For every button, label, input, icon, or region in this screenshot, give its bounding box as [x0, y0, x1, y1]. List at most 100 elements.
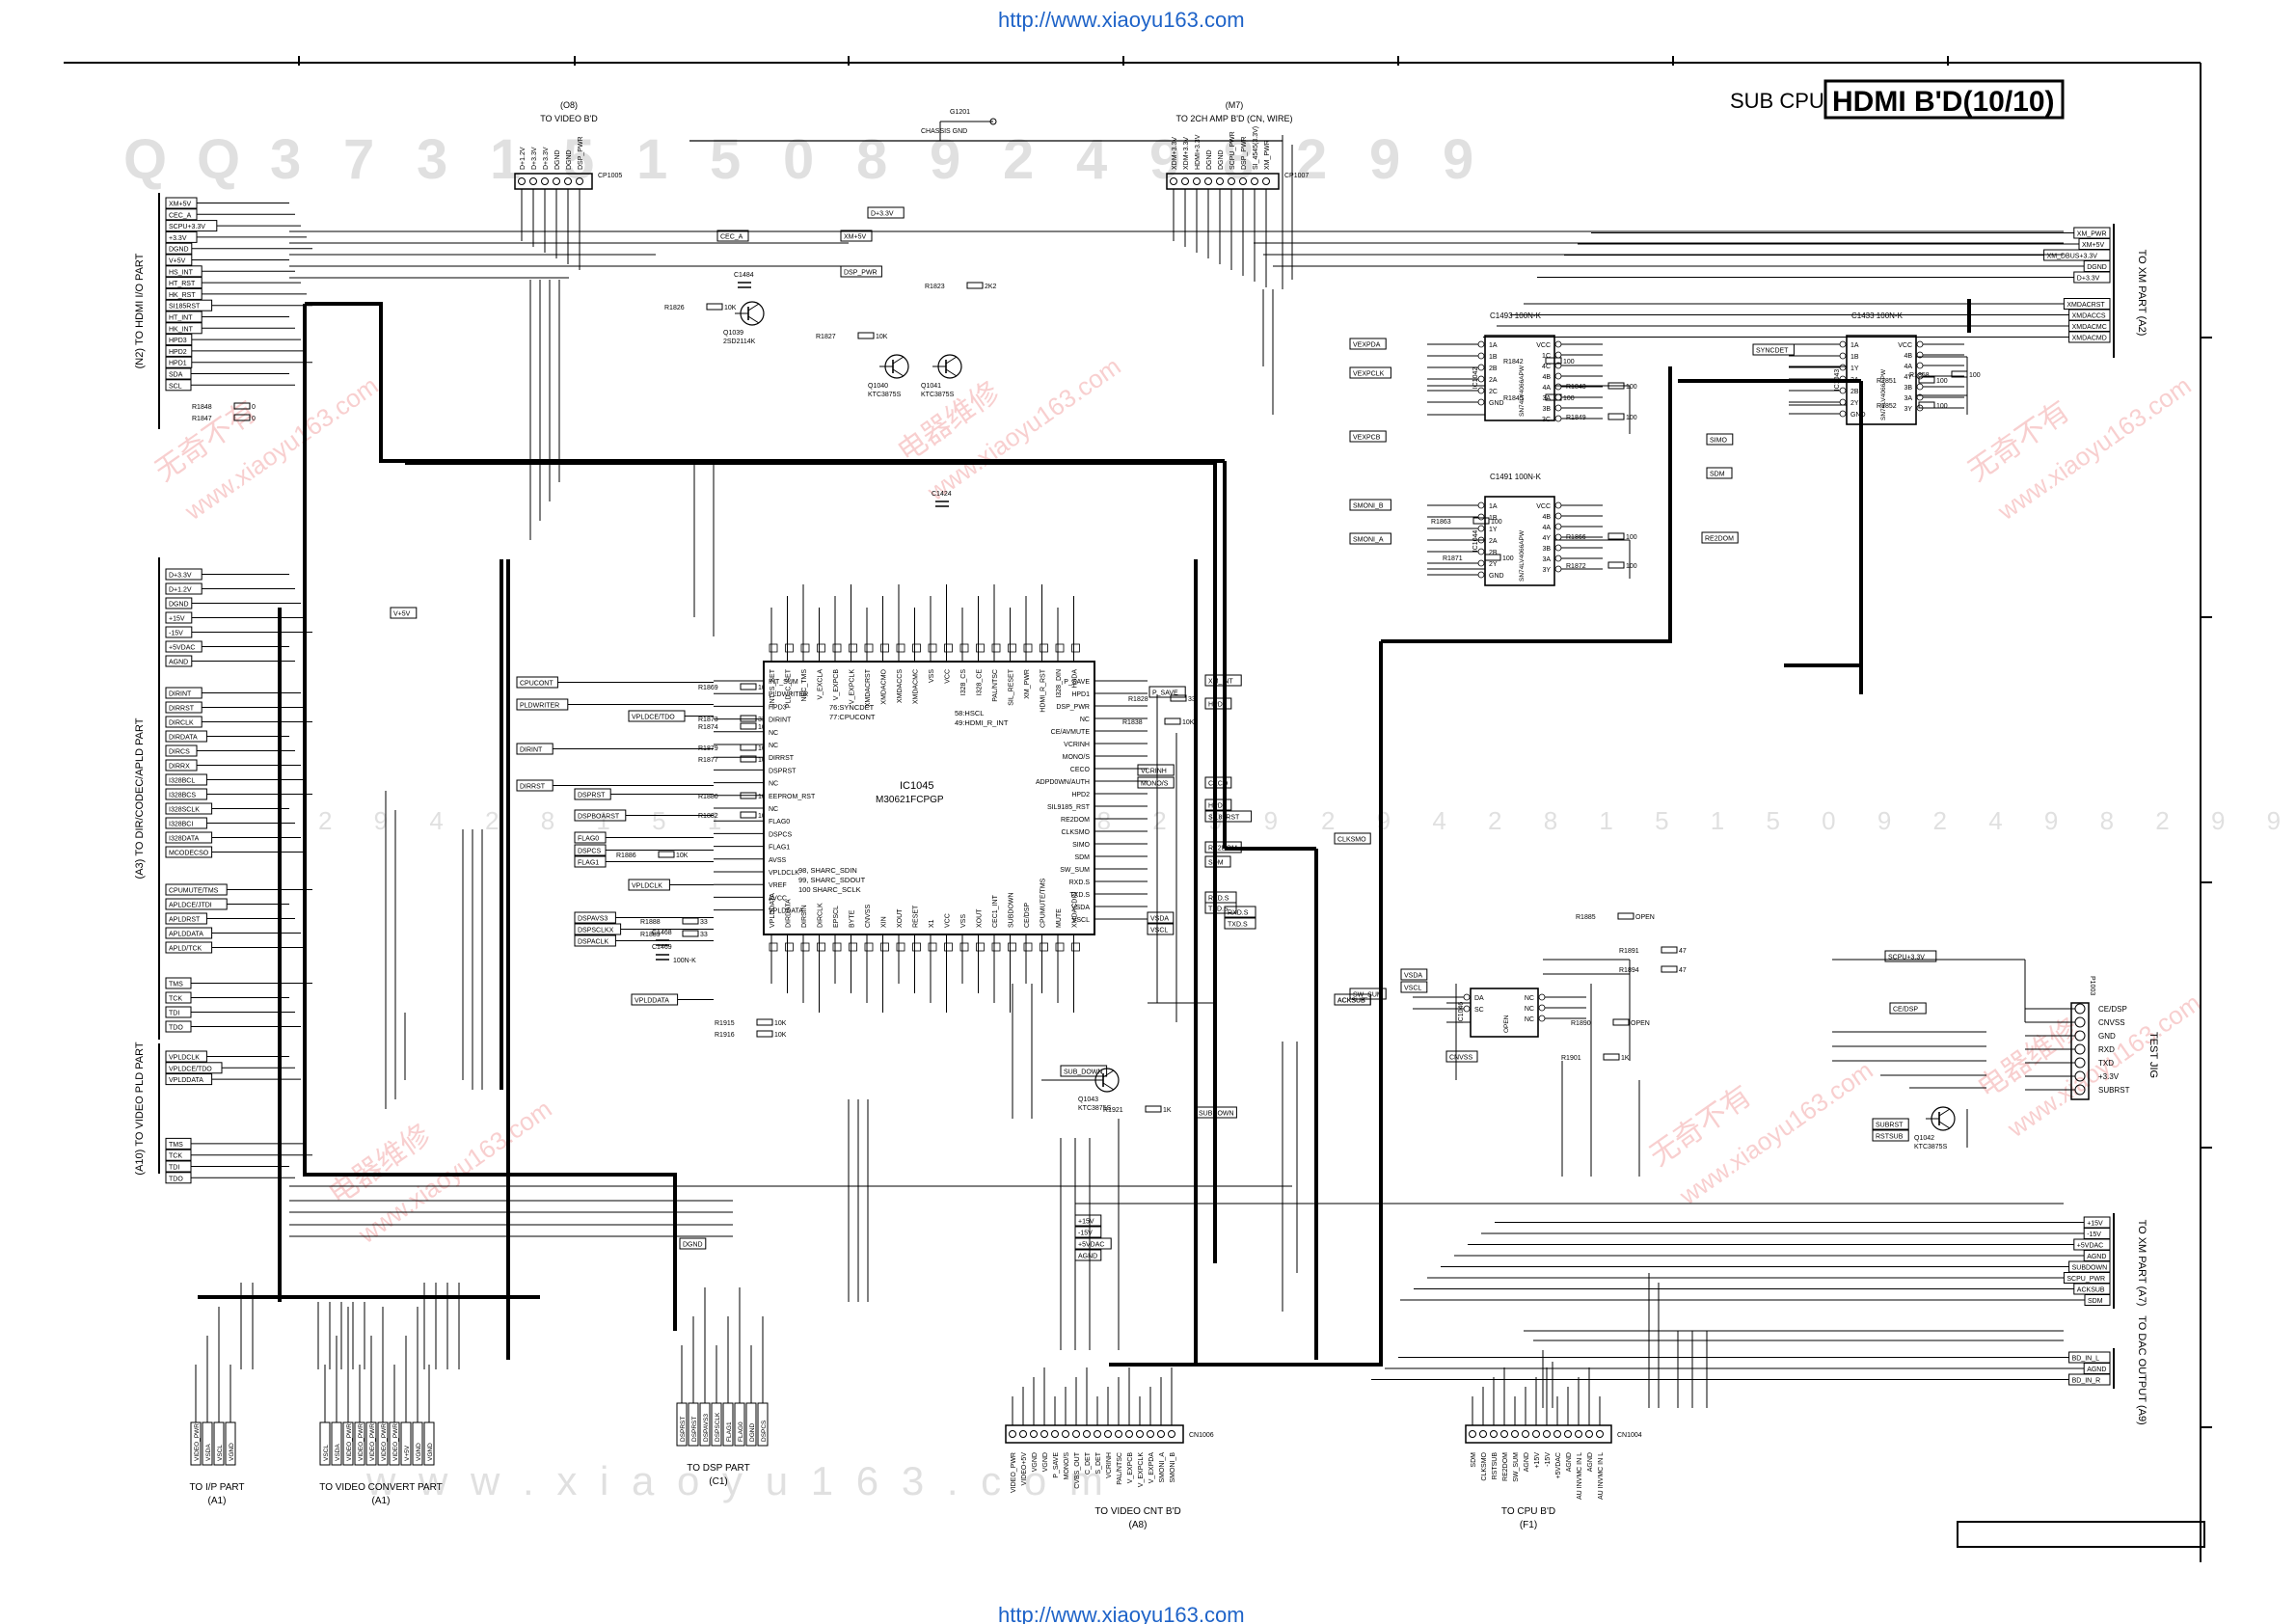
ic-pin-top: PAL/NTSC [992, 669, 999, 702]
ic-pin-right: SDM [1074, 854, 1090, 861]
net-tag-text: SDM [1710, 472, 1725, 478]
connector-pin: HPD3 [165, 334, 193, 346]
net-tag-box [1224, 906, 1256, 918]
net-tag-text: DIRDATA [169, 735, 198, 742]
capacitor: C1484 [734, 272, 754, 288]
net-tag-text: SCPU+3.3V [169, 224, 205, 230]
connector-pin: RSTSUB [1492, 1452, 1499, 1480]
net-tag-text: FLAG0 [578, 836, 599, 843]
resistor-body [1607, 532, 1625, 540]
test-jig-pin: RXD [2098, 1045, 2115, 1054]
right-connector: TO XM PART (A2)XM_PWRXM+5VXM_DBUS+3.3VDG… [1483, 224, 2147, 358]
connector-pin: XDM+3.3V [1172, 137, 1178, 170]
connector-pin: TCK [165, 1149, 192, 1161]
net-tag-text: ACKSUB [1337, 998, 1365, 1005]
source-url-bottom: http://www.xiaoyu163.com [998, 1603, 1245, 1624]
ic-pin-right: DSP_PWR [1056, 704, 1090, 711]
net-tag-box [1074, 1237, 1112, 1250]
connector-title: TO CPU B'D [1501, 1506, 1555, 1517]
net-tag-text: APLD/TCK [169, 946, 203, 953]
resistor-body [857, 332, 875, 339]
pin-square [1040, 643, 1048, 653]
net-tag-box [679, 1237, 707, 1250]
watermark-digit: 2 [1003, 128, 1034, 191]
net-tag-text: HPD2 [169, 349, 187, 356]
connector-body [1465, 1424, 1612, 1444]
net-tag-box [1334, 993, 1371, 1006]
net-tag-text: VPLDCLK [632, 883, 662, 890]
ic-pin-top: V_EXPCLK [850, 669, 856, 705]
resistor-value: OPEN [1631, 1020, 1650, 1027]
connector-pin: SMONI_B [1170, 1452, 1176, 1483]
chassis-label: CHASSIS GND [921, 128, 967, 135]
net-tag-text: VCRINH [1141, 769, 1167, 775]
connector-pin: VGND [1042, 1452, 1049, 1472]
connector-pin: DGND [165, 242, 193, 255]
connector-pin: VIDEO_PWR [1011, 1452, 1017, 1493]
misc-net-label: SUB_DOWN [1060, 1065, 1108, 1077]
net-tag-box [1147, 911, 1175, 924]
net-tag-text: PLDWRITER [520, 703, 559, 710]
ic-pin-top: INT_S_SET [770, 668, 776, 705]
net-tag-text: HPD1 [1208, 702, 1227, 709]
ic-pin: 4A [1542, 525, 1551, 531]
ic-pin: 2A [1489, 538, 1498, 545]
ic-ref: IC1044 [1472, 530, 1479, 553]
ic-pin-right: SIL9185_RST [1047, 804, 1091, 811]
connector-pin: D+1.2V [520, 147, 527, 170]
net-tag-text: DSPCS [578, 849, 601, 855]
bus-label-left: PLDWRITER [516, 698, 569, 711]
connector-cp: CP1007 [1284, 173, 1309, 179]
connector-pin: DGND [554, 149, 561, 170]
connector-pin: HK_RST [165, 287, 203, 300]
resistor-value: 1K [1621, 1055, 1630, 1062]
pin-square [959, 643, 969, 653]
misc-net-label: D+3.3V [867, 206, 905, 219]
capacitor-ref: C1424 [932, 491, 952, 498]
ic-pin: GND [1489, 573, 1504, 580]
misc-net-label: CEC_A [716, 230, 749, 242]
pin-square [817, 643, 825, 653]
resistor-body [1951, 370, 1968, 378]
pin-square [769, 942, 778, 952]
connector-pin: TDO [165, 1020, 192, 1033]
net-tag-text: CLKSMO [1337, 837, 1366, 844]
ic-pin: 4C [1542, 364, 1551, 370]
net-tag-text: ACKSUB [2077, 1287, 2105, 1294]
ic-pin-right: VCRINH [1064, 742, 1090, 748]
connector-pin: BD_IN_L [2068, 1351, 2111, 1364]
resistor-body [682, 917, 699, 925]
wire [747, 315, 760, 324]
bus-label-right: SI185RST [1204, 810, 1253, 823]
net-tag-box [1706, 433, 1734, 446]
net-tag-box [1195, 1106, 1237, 1119]
resistor-body [740, 744, 757, 751]
net-tag-text: DIRCLK [169, 720, 194, 727]
net-tag-text: CPUMUTE/TMS [169, 888, 219, 895]
net-tag-text: SUBRST [1876, 1123, 1904, 1129]
ic-pin-top: I328_CE [977, 669, 984, 696]
net-tag-text: VPLDDATA [169, 1077, 203, 1084]
bus-label-left: VPLDDATA [631, 993, 679, 1006]
ic-part: SN74LV4066APW [1519, 365, 1526, 417]
connector-pin: DSP_PWR [1241, 136, 1248, 170]
connector-pin: +15V [2083, 1216, 2111, 1229]
resistor-body [233, 414, 251, 421]
misc-net-label: XM+5V [840, 230, 873, 242]
transistor-ref: Q1041 [921, 383, 941, 390]
resistor-body [1607, 561, 1625, 569]
ic-pin-bottom: CPUMUTE/TMS [1040, 878, 1047, 928]
transistor-part: KTC3875S [868, 392, 902, 398]
resistor-value: 100 [1936, 403, 1948, 410]
net-tag-text: VEXPCB [1353, 435, 1381, 442]
connector-pin: CPUMUTE/TMS [165, 883, 228, 896]
net-tag-text: DSPAVS3 [578, 916, 608, 923]
ic-pin-top: XMDACRST [865, 668, 872, 707]
